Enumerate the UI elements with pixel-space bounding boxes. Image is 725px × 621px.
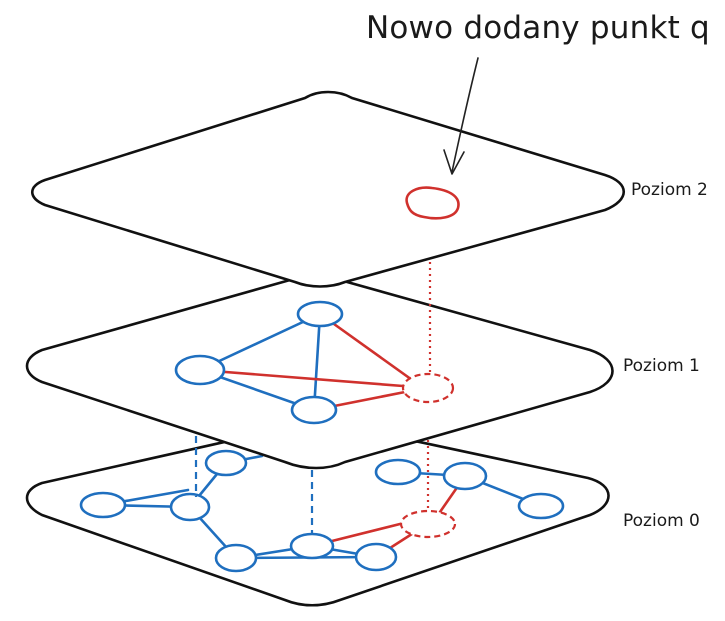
layer-2-plane [30,90,625,288]
graph-node [354,542,398,572]
edge [198,368,405,388]
graph-node [79,491,127,519]
graph-node [442,461,488,491]
new-point-q-layer-1 [401,372,455,404]
graph-node [290,395,338,425]
graph-node [517,492,565,520]
graph-node [204,449,248,477]
layer-label-1: Poziom 1 [623,356,700,376]
annotation-arrow [451,57,479,173]
graph-node [174,354,226,386]
graph-node [296,300,344,328]
layer-1-nodes [174,300,455,425]
graph-node [374,458,422,486]
new-point-q-layer-2 [405,186,460,220]
graph-node [289,532,335,560]
annotation-new-point: Nowo dodany punkt q [366,10,710,46]
layer-label-0: Poziom 0 [623,511,700,531]
new-point-q-layer-0 [399,509,457,539]
graph-node [214,543,258,573]
annotation-arrow-head [443,149,465,175]
edge [312,312,322,412]
layer-label-2: Poziom 2 [631,180,708,200]
graph-node [169,492,211,522]
layer-0-nodes [79,449,565,573]
edge [318,312,417,384]
layer-1-plane [25,269,614,470]
